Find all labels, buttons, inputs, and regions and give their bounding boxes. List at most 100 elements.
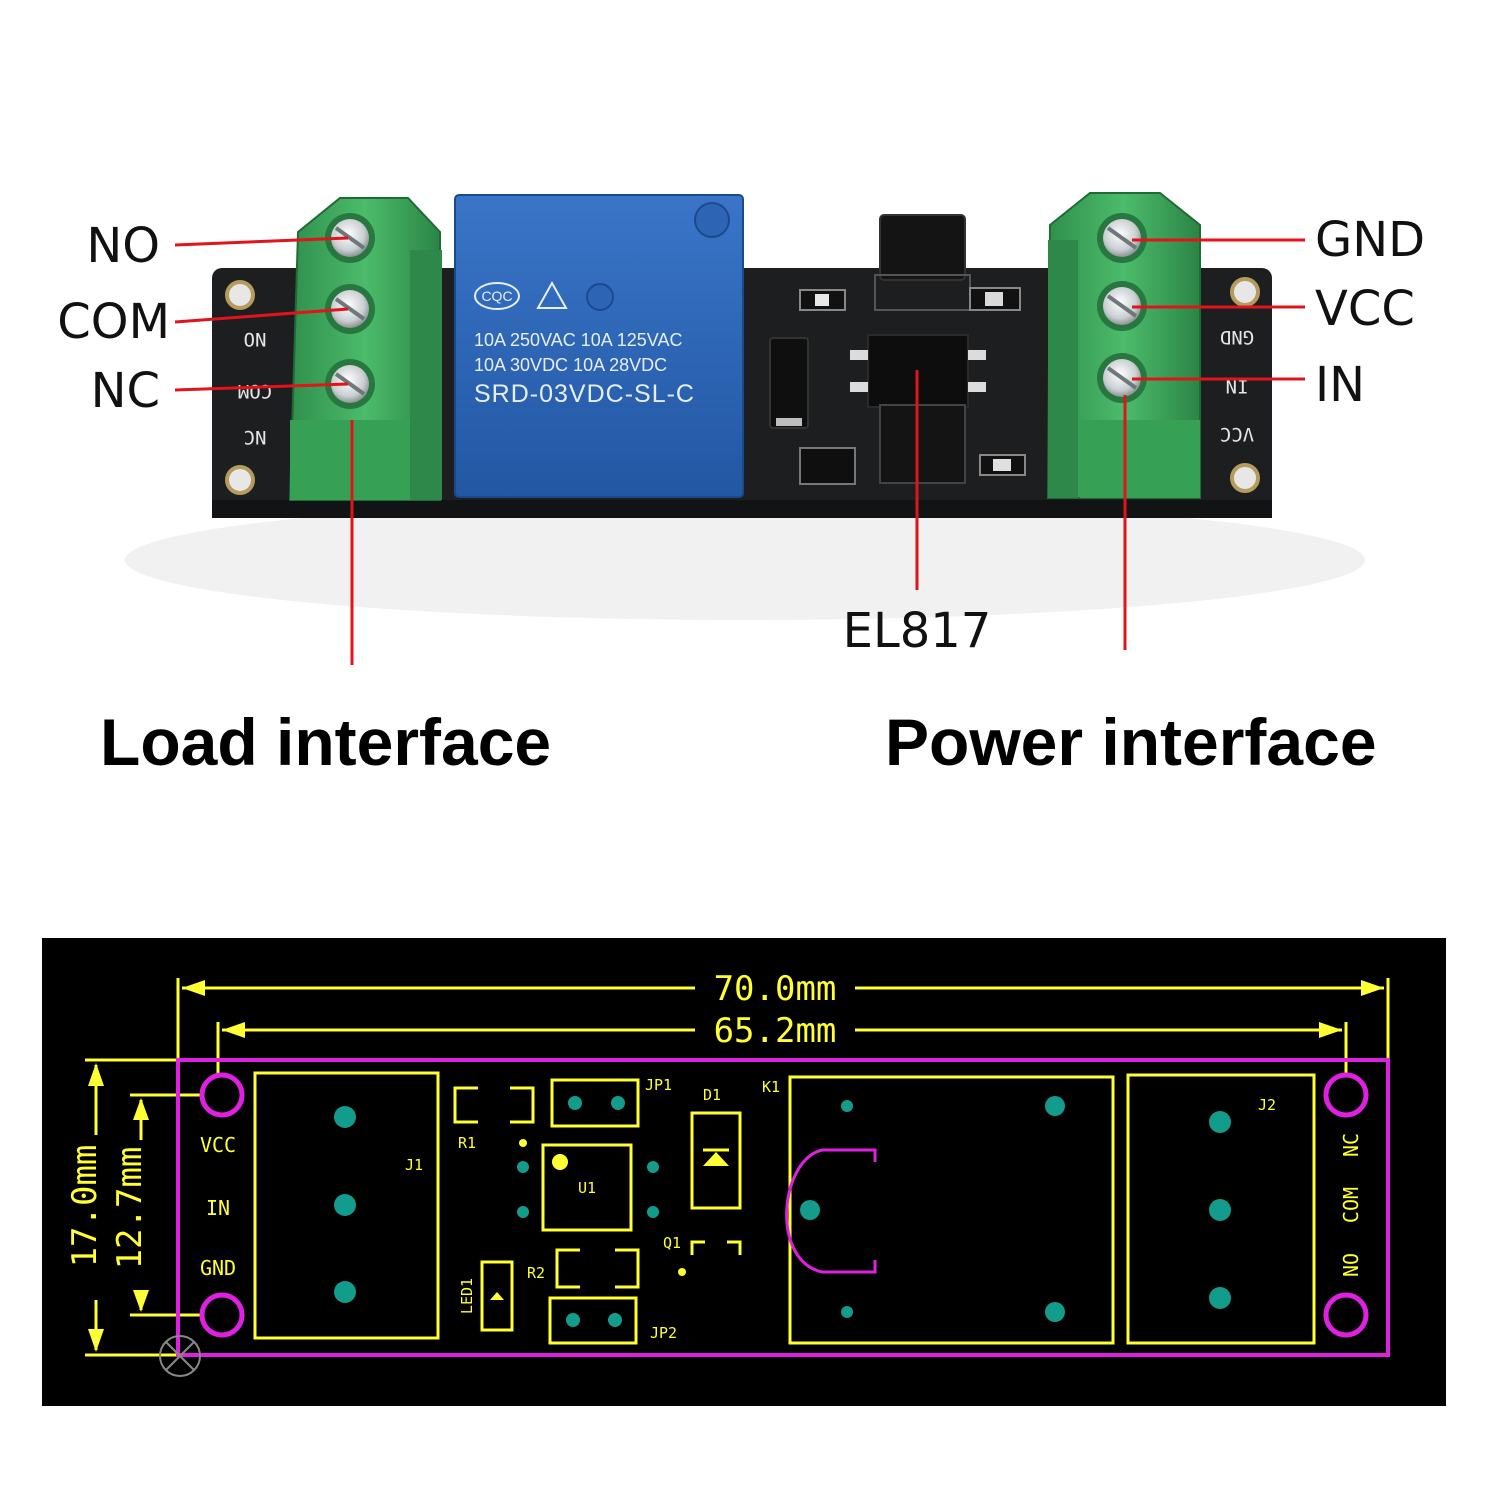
callout-lines: [174, 236, 1305, 665]
relay-coil-outline: [785, 1148, 877, 1274]
r1-outline: [453, 1086, 535, 1124]
ref-r2: R2: [527, 1264, 545, 1282]
ref-k1: K1: [762, 1078, 780, 1096]
label-in: IN: [1315, 357, 1365, 413]
pad-icon: [841, 1306, 853, 1318]
pcb-edge: [212, 500, 1272, 518]
dim-hole-spacing: 65.2mm: [714, 1011, 837, 1051]
silk-label: VCC: [1220, 423, 1254, 445]
pad-icon: [611, 1096, 625, 1110]
mount-hole-icon: [1230, 463, 1260, 493]
pad-icon: [566, 1313, 580, 1327]
relay: CQC 10A 250VAC 10A 125VAC 10A 30VDC 10A …: [454, 194, 744, 498]
ref-j1: J1: [405, 1156, 423, 1174]
jp1-outline: [550, 1078, 640, 1128]
mounting-holes: [225, 277, 1260, 495]
callout-labels: NO COM NC GND VCC IN EL817: [57, 212, 1425, 659]
jp2-outline: [548, 1296, 638, 1345]
pad-icon: [647, 1206, 659, 1218]
arrow-icon: [1319, 1022, 1342, 1038]
ref-u1: U1: [578, 1179, 596, 1197]
led-icon: [985, 292, 1003, 306]
relay-rating-line2: 10A 30VDC 10A 28VDC: [474, 355, 667, 375]
label-com: COM: [57, 294, 170, 350]
pad-icon: [334, 1281, 356, 1303]
j1-outline: [253, 1071, 440, 1340]
arrow-icon: [182, 980, 205, 996]
warning-triangle-icon: [536, 280, 568, 309]
arrow-icon: [133, 1098, 149, 1120]
k1-outline: [788, 1075, 1115, 1345]
ref-jp1: JP1: [645, 1076, 672, 1094]
silk-label: NC: [244, 426, 267, 448]
pad-icon: [800, 1200, 820, 1220]
drawing-background: [42, 938, 1446, 1406]
hole-icon: [1323, 1292, 1369, 1338]
pad-icon: [1209, 1199, 1231, 1221]
callout-line-com: [174, 307, 349, 324]
pad-icon: [568, 1096, 582, 1110]
pad-icon: [517, 1161, 529, 1173]
load-terminal-block: [288, 197, 442, 501]
dimension-arrows: [88, 980, 1384, 1352]
arrow-icon: [222, 1022, 245, 1038]
jumper-cap: [879, 214, 966, 281]
q1-outline: [690, 1240, 742, 1255]
d1-outline: [690, 1111, 742, 1210]
label-vcc: VCC: [1315, 281, 1415, 337]
board-outline: [176, 1058, 1390, 1357]
pcb-pin-vcc: VCC: [200, 1133, 236, 1157]
pad-icon: [334, 1194, 356, 1216]
ref-led1: LED1: [458, 1278, 476, 1314]
pcb-drawing: 70.0mm 65.2mm 17.0mm 12.7mm VCC IN GND J…: [42, 938, 1446, 1406]
mount-hole-icon: [1230, 277, 1260, 307]
ref-q1: Q1: [663, 1234, 681, 1252]
pcb-pin-com: COM: [1339, 1187, 1363, 1223]
ref-j2: J2: [1258, 1096, 1276, 1114]
cqc-logo-icon: [474, 282, 520, 310]
pad-icon: [841, 1100, 853, 1112]
pad-icon: [608, 1313, 622, 1327]
dim-height: 17.0mm: [65, 1145, 105, 1268]
ref-r1: R1: [458, 1134, 476, 1152]
power-terminal-block: [1046, 192, 1201, 499]
diode-icon: [703, 1152, 729, 1166]
power-interface-caption: Power interface: [885, 705, 1377, 779]
led-icon: [490, 1292, 504, 1300]
silk-label: NO: [244, 328, 267, 350]
relay-cert-mark: CQC: [481, 288, 512, 304]
hole-icon: [1323, 1072, 1369, 1118]
callout-line-no: [174, 236, 349, 247]
pad-icon: [334, 1106, 356, 1128]
r2-outline: [555, 1248, 640, 1289]
led1-outline: [480, 1260, 514, 1332]
u1-outline: [541, 1143, 633, 1232]
load-interface-caption: Load interface: [100, 705, 551, 779]
dim-width: 70.0mm: [714, 969, 837, 1009]
pad-icon: [517, 1206, 529, 1218]
pad-icon: [647, 1161, 659, 1173]
j2-outline: [1126, 1073, 1316, 1345]
relay-model: SRD-03VDC-SL-C: [474, 380, 695, 408]
label-nc: NC: [91, 363, 160, 419]
silk-label: COM: [238, 380, 272, 402]
module-photo: NO COM NC GND IN VCC: [125, 192, 1365, 620]
pcb-pin-in: IN: [206, 1196, 230, 1220]
relay-rating-line1: 10A 250VAC 10A 125VAC: [474, 330, 683, 350]
pcb-pin-gnd: GND: [200, 1256, 236, 1280]
pad-icon: [1045, 1096, 1065, 1116]
arrow-icon: [88, 1329, 104, 1352]
label-gnd: GND: [1315, 212, 1425, 268]
ref-d1: D1: [703, 1086, 721, 1104]
pcb-pin-no: NO: [1339, 1253, 1363, 1277]
mount-hole-icon: [225, 465, 255, 495]
board-shadow: [125, 500, 1365, 620]
hole-icon: [199, 1072, 245, 1118]
small-components: [769, 214, 1026, 485]
pad-icon: [1209, 1111, 1231, 1133]
pad-icon: [1045, 1302, 1065, 1322]
label-el817: EL817: [843, 603, 992, 659]
arrow-icon: [1361, 980, 1384, 996]
mount-hole-icon: [225, 280, 255, 310]
